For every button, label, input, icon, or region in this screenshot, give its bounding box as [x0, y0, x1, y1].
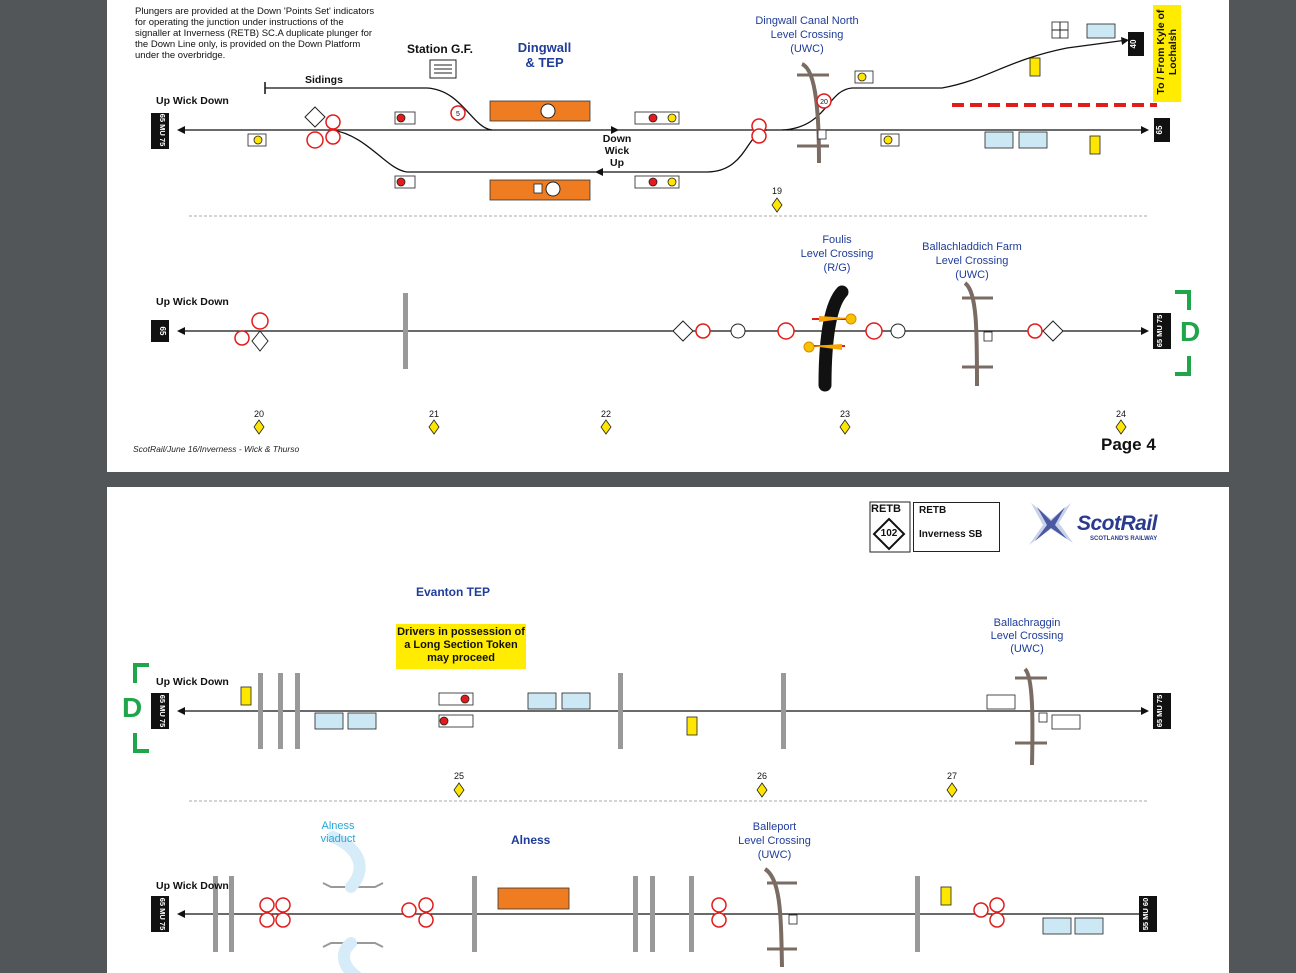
- crossing-dingwall-class: (UWC): [790, 43, 824, 55]
- diagram-page-4: 5 20 65 MU 75 65 40: [107, 0, 1229, 472]
- milepost-19: 19: [771, 186, 782, 196]
- svg-text:65 MU 75: 65 MU 75: [1155, 695, 1164, 728]
- alness-station-label: Alness: [511, 833, 551, 847]
- marker-20: 20: [820, 99, 828, 106]
- milepost-27: 27: [946, 771, 957, 781]
- crossing-balleport-name: Balleport: [752, 821, 797, 833]
- station-name: Dingwall: [517, 40, 572, 55]
- scotrail-logo-text: ScotRail: [1077, 512, 1158, 535]
- up-label: Up: [610, 157, 624, 169]
- kyle-branch-label: To / From Kyle of Lochalsh: [1153, 5, 1181, 102]
- scotrail-tagline: SCOTLAND'S RAILWAY: [1090, 536, 1158, 542]
- crossing-ballachraggin-type: Level Crossing: [990, 630, 1064, 642]
- milepost-21: 21: [428, 409, 439, 419]
- svg-text:65 MU 75: 65 MU 75: [1155, 315, 1164, 348]
- long-section-token-notice: Drivers in possession of a Long Section …: [396, 624, 526, 669]
- milepost-20: 20: [253, 409, 264, 419]
- svg-text:65 MU 75: 65 MU 75: [158, 114, 167, 147]
- svg-text:65: 65: [158, 327, 167, 336]
- milepost-25: 25: [453, 771, 464, 781]
- diagram-page-5: 65 MU 75 65 MU 75 65 MU 75 55 MU 60: [107, 487, 1229, 973]
- milepost-23: 23: [839, 409, 850, 419]
- sidings-label: Sidings: [305, 74, 343, 86]
- station-tep: & TEP: [525, 55, 564, 70]
- alness-viaduct-label-1: Alness: [321, 820, 355, 832]
- platform-1: [489, 100, 591, 122]
- scotrail-logo-mark: [1029, 503, 1073, 545]
- track-diagram-upper: 5 20 65 MU 75 65 40: [151, 21, 1191, 435]
- retb-heading: RETB: [871, 503, 901, 515]
- plunger-note: Plungers are provided at the Down 'Point…: [135, 6, 375, 62]
- up-wick-down-label-2: Up Wick Down: [156, 296, 229, 308]
- marker-5: 5: [456, 111, 460, 118]
- milepost-22: 22: [600, 409, 611, 419]
- svg-text:65 MU 75: 65 MU 75: [158, 898, 167, 931]
- milepost-26: 26: [756, 771, 767, 781]
- crossing-ballachraggin-name: Ballachraggin: [993, 617, 1061, 629]
- crossing-dingwall-name: Dingwall Canal North: [755, 15, 859, 27]
- crossing-foulis-class: (R/G): [823, 262, 851, 274]
- footer-text: ScotRail/June 16/Inverness - Wick & Thur…: [133, 444, 300, 454]
- svg-text:40: 40: [1129, 39, 1138, 48]
- page-number: Page 4: [1101, 435, 1156, 454]
- retb-box: RETB Inverness SB: [913, 502, 1000, 552]
- section-letter-d-2: D: [122, 692, 143, 723]
- retb-title: RETB: [919, 505, 947, 516]
- alness-platform: [497, 887, 570, 910]
- section-letter-d: D: [1180, 316, 1201, 347]
- retb-number: 102: [880, 528, 898, 539]
- evanton-tep-label: Evanton TEP: [416, 585, 491, 599]
- crossing-balleport-type: Level Crossing: [738, 835, 811, 847]
- alness-viaduct-label-2: viaduct: [320, 833, 356, 845]
- svg-text:65 MU 75: 65 MU 75: [158, 695, 167, 728]
- retb-signal-box: Inverness SB: [919, 529, 983, 540]
- crossing-ballachladdich-class: (UWC): [955, 269, 989, 281]
- svg-text:65: 65: [1155, 125, 1164, 134]
- milepost-24: 24: [1115, 409, 1126, 419]
- crossing-foulis-type: Level Crossing: [800, 248, 874, 260]
- board-65-75mu-left: [151, 113, 169, 149]
- up-wick-down-label: Up Wick Down: [156, 95, 229, 107]
- crossing-ballachraggin-class: (UWC): [1010, 643, 1044, 655]
- wick-label: Wick: [604, 145, 630, 157]
- station-gf-label: Station G.F.: [407, 42, 473, 56]
- crossing-foulis-name: Foulis: [822, 234, 852, 246]
- crossing-balleport-class: (UWC): [757, 849, 792, 861]
- up-wick-down-label-3: Up Wick Down: [156, 676, 229, 688]
- down-label: Down: [602, 133, 632, 145]
- track-diagram-lower: 65 MU 75 65 MU 75 65 MU 75 55 MU 60: [133, 501, 1171, 973]
- crossing-ballachladdich-type: Level Crossing: [935, 255, 1009, 267]
- svg-text:55 MU 60: 55 MU 60: [1141, 898, 1150, 931]
- crossing-dingwall-type: Level Crossing: [770, 29, 844, 41]
- crossing-ballachladdich-name: Ballachladdich Farm: [922, 241, 1022, 253]
- up-wick-down-label-4: Up Wick Down: [156, 880, 229, 892]
